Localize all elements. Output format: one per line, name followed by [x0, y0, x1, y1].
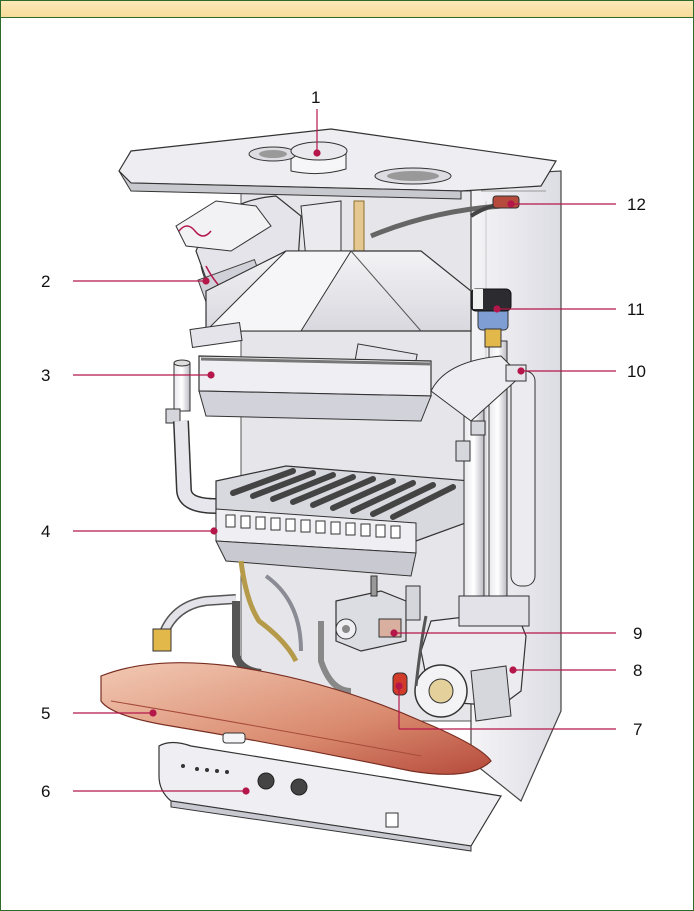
pump: [414, 595, 530, 722]
burner: [215, 465, 472, 577]
callout-11: 11: [627, 300, 645, 319]
header-band: [1, 1, 693, 18]
automatic-air-vent: [470, 288, 512, 348]
heat-exchanger: [198, 355, 432, 422]
callout-8: 8: [633, 661, 642, 680]
gas-valve: [318, 575, 421, 694]
combustion-hood: [189, 250, 472, 373]
callout-1: 1: [311, 88, 320, 107]
callout-12: 12: [627, 195, 646, 214]
callout-7: 7: [633, 720, 642, 739]
callout-6: 6: [41, 782, 50, 801]
callout-9: 9: [633, 624, 642, 643]
callout-5: 5: [41, 704, 50, 723]
callout-4: 4: [41, 522, 50, 541]
flame-cover: [100, 662, 492, 775]
air-pressure-switch: [492, 195, 520, 209]
control-panel: [158, 741, 502, 852]
callout-2: 2: [41, 272, 50, 291]
callout-3: 3: [41, 366, 50, 385]
leader-lines: [73, 109, 616, 795]
flue-outlet-top-plate: [118, 128, 557, 200]
callout-10: 10: [627, 362, 646, 381]
